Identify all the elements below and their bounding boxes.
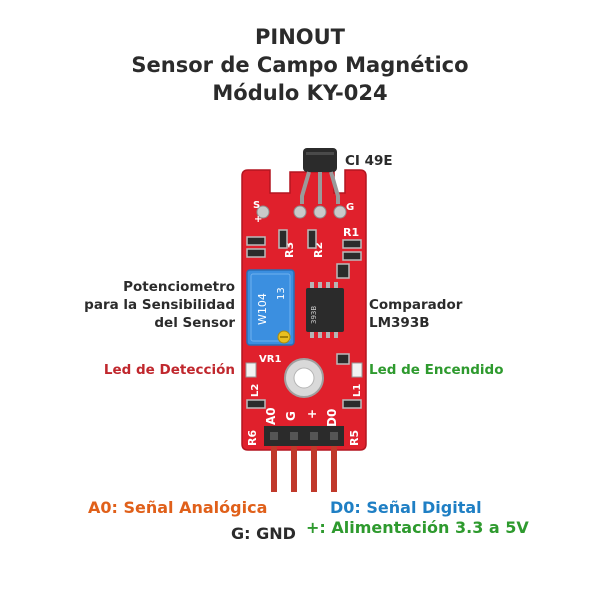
- pin-a0-label: A0: Señal Analógica: [88, 498, 268, 517]
- comparator-label-line-2: LM393B: [369, 315, 430, 331]
- page-title-line-3: Módulo KY-024: [212, 81, 388, 105]
- pot-label-line-2: para la Sensibilidad: [84, 297, 235, 313]
- smd-cap: [336, 353, 350, 365]
- page-title-line-1: PINOUT: [254, 25, 345, 49]
- pin-d0-label: D0: Señal Digital: [330, 498, 482, 517]
- pin-header: [264, 426, 344, 446]
- pin-legs: [271, 446, 337, 492]
- silk-g: G: [346, 202, 354, 213]
- silk-r6: R6: [246, 430, 259, 446]
- silk-d0: D0: [325, 409, 339, 427]
- mounting-hole-center: [293, 367, 315, 389]
- silk-r1: R1: [343, 226, 359, 239]
- hall-sensor-ic: [300, 148, 340, 204]
- pcb-board: [241, 169, 367, 451]
- potentiometer: W104 13: [246, 269, 295, 346]
- top-pads: [256, 205, 347, 219]
- comparator-chip: 393B: [306, 282, 344, 338]
- silk-l1: L1: [352, 384, 363, 397]
- silk-gnd: G: [284, 411, 298, 421]
- silk-s: S: [253, 200, 260, 211]
- pot-label-line-1: Potenciometro: [123, 279, 235, 295]
- page-title-line-2: Sensor de Campo Magnético: [131, 53, 469, 77]
- comparator-label-line-1: Comparador: [369, 297, 463, 313]
- smd-components-top: [246, 229, 362, 279]
- pin-vcc-label: +: Alimentación 3.3 a 5V: [306, 518, 529, 537]
- silk-plus: +: [254, 214, 262, 225]
- ic-label: CI 49E: [345, 153, 393, 169]
- led-detect-label: Led de Detección: [103, 362, 235, 378]
- chip-marking: 393B: [310, 306, 318, 324]
- led-power-label: Led de Encendido: [369, 362, 504, 378]
- silk-a0: A0: [264, 407, 278, 425]
- silk-l2: L2: [250, 384, 261, 397]
- power-led: [351, 362, 363, 378]
- pot-label-line-3: del Sensor: [154, 315, 235, 331]
- pot-code: W104: [256, 293, 269, 325]
- silk-vcc: +: [305, 409, 319, 419]
- pin-gnd-label: G: GND: [231, 524, 296, 543]
- silk-vr1: VR1: [259, 354, 281, 365]
- smd-lower-right: [342, 399, 362, 409]
- silk-r5: R5: [348, 430, 361, 446]
- pot-number: 13: [276, 287, 287, 300]
- detection-led: [245, 362, 257, 378]
- smd-lower-left: [246, 399, 266, 409]
